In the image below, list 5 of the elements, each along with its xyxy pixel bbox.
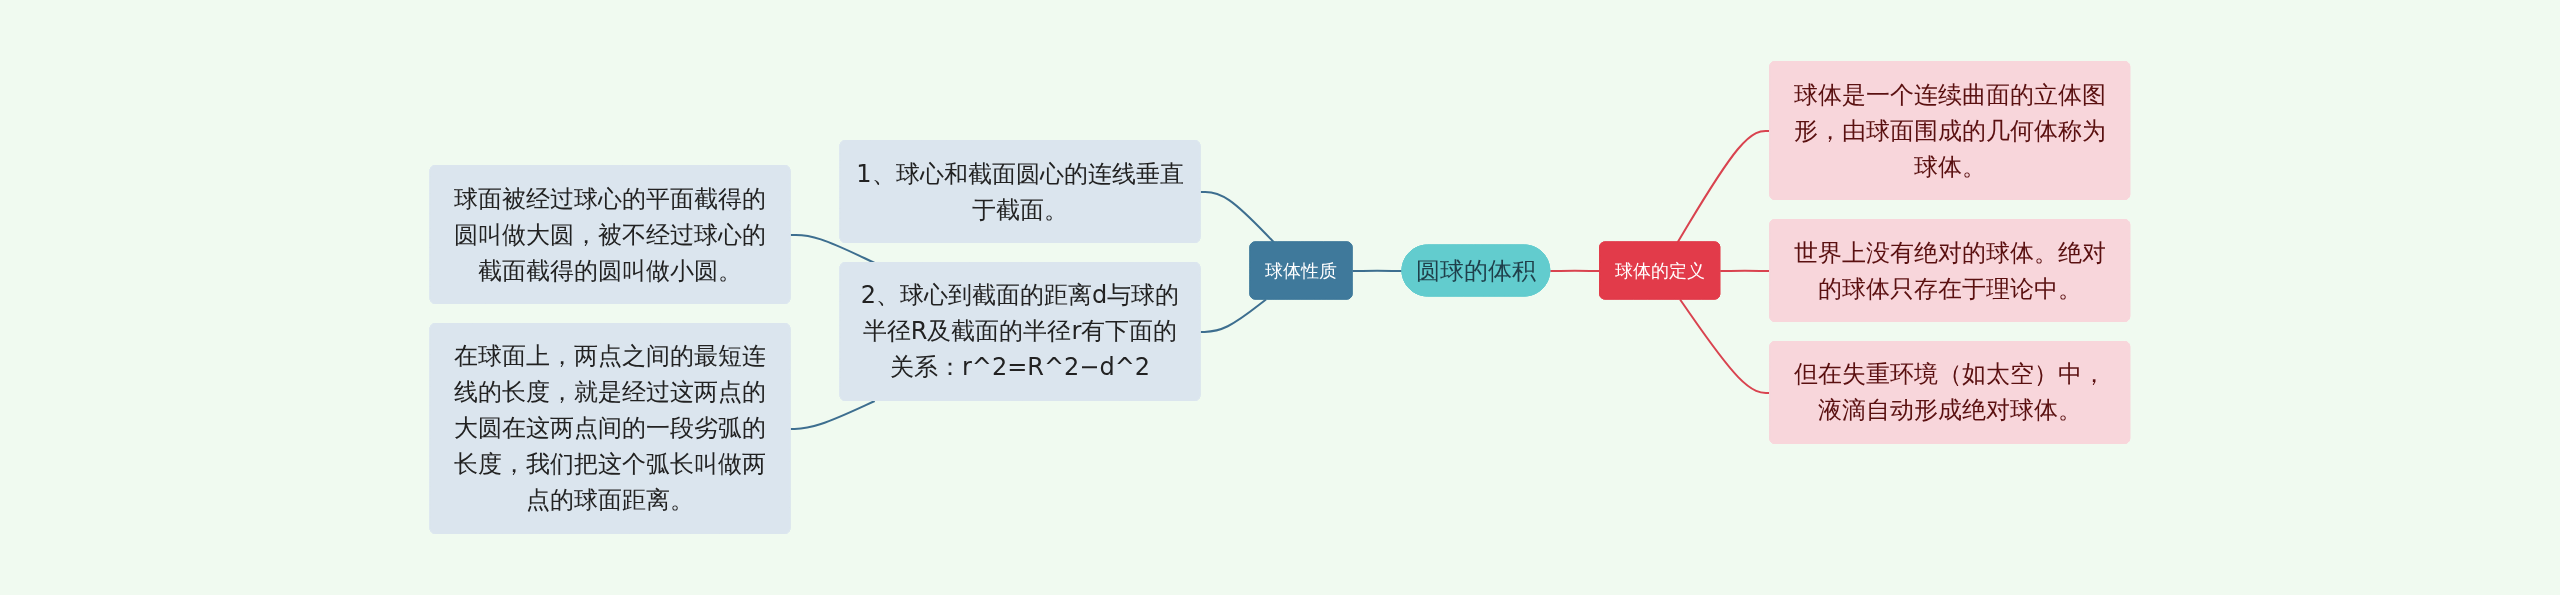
connector — [1199, 190, 1276, 244]
connector — [1351, 269, 1404, 272]
connector — [789, 233, 876, 264]
connector — [789, 400, 876, 430]
connector — [1199, 298, 1268, 333]
